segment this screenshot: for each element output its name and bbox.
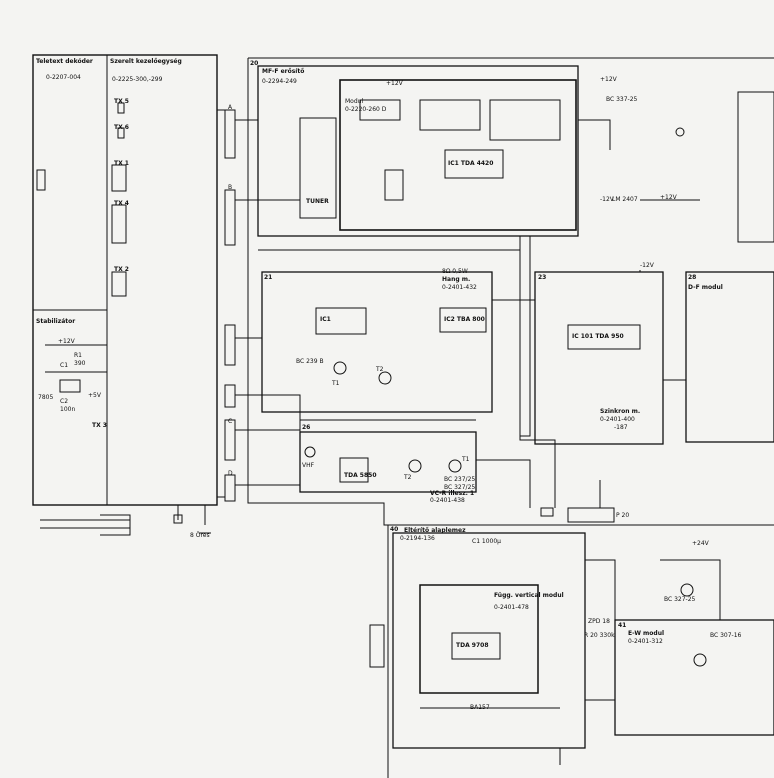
video-t1: T1 <box>462 456 470 463</box>
video-bc2: BC 327/25 <box>444 484 476 491</box>
ic1-tda5850 <box>339 457 369 483</box>
tda9708-label: TDA 9708 <box>456 642 489 649</box>
label-40: 40 <box>390 526 399 533</box>
sound-res: 8Ω 0,5W <box>442 268 468 275</box>
deflection-title: Eltérítő alaplemez <box>404 527 466 534</box>
defl-c1: C1 1000µ <box>472 538 502 545</box>
video-ic: TDA 5850 <box>344 472 377 479</box>
tx5-label: TX 5 <box>114 98 129 105</box>
label-41: 41 <box>618 622 627 629</box>
tuner-label: TUNER <box>306 198 329 205</box>
stab-c1: C1 <box>60 362 69 369</box>
sound-part: 0-2401-432 <box>442 284 477 291</box>
sound-title: Hang m. <box>442 276 471 283</box>
sound-bc: BC 239 B <box>296 358 324 365</box>
ew-part: 0-2401-312 <box>628 638 663 645</box>
ic-tda9708 <box>451 632 501 660</box>
sound-ic1: IC1 <box>320 316 331 323</box>
service-part: 0-2225-300,-299 <box>112 76 163 83</box>
tx2-label: TX 2 <box>114 266 129 273</box>
ic1-sound <box>315 307 367 335</box>
p24v: +24V <box>692 540 709 547</box>
conn-c: C <box>228 418 233 425</box>
sound-t2: T2 <box>376 366 384 373</box>
plus12-b: +12V <box>660 194 677 201</box>
conn-a: A <box>228 104 233 111</box>
ic2-label: IC2 TBA 800 <box>444 316 485 323</box>
tx6-label: TX 6 <box>114 124 129 131</box>
stab-tx3: TX 3 <box>92 422 107 429</box>
stab-c2: C2 <box>60 398 69 405</box>
stab-r1: R1 <box>74 352 82 359</box>
video-title: VC-R illesz. 1 <box>430 490 475 497</box>
video-t2: T2 <box>404 474 412 481</box>
synchron-title: Szinkron m. <box>600 408 641 415</box>
teletext-module-frame <box>32 54 218 506</box>
df-title: D-F modul <box>688 284 723 291</box>
ground-label: 8 Öres <box>190 532 210 539</box>
sound-module-frame <box>261 271 493 413</box>
tx4-label: TX 4 <box>114 200 129 207</box>
bc337-label: BC 337-25 <box>606 96 638 103</box>
if-module-part: 0-2220-260 D <box>345 106 387 113</box>
stab-c2v: 100n <box>60 406 76 413</box>
if-part: 0-2294-249 <box>262 78 297 85</box>
ic2-tba800 <box>439 307 487 333</box>
synchron-module-frame <box>534 271 664 445</box>
sync-12v: -12V <box>640 262 654 269</box>
tuner-block <box>299 117 337 219</box>
label-21: 21 <box>264 274 273 281</box>
teletext-title: Teletext dekóder <box>36 58 93 65</box>
t2-label: BC 327-25 <box>664 596 696 603</box>
stab-12v: +12V <box>58 338 75 345</box>
vertical-part: 0-2401-478 <box>494 604 529 611</box>
deflection-part: 0-2194-136 <box>400 535 435 542</box>
ic1-label: IC1 TDA 4420 <box>448 160 494 167</box>
synchron-sub: -187 <box>614 424 628 431</box>
conn-d: D <box>228 470 233 477</box>
zpd-label: ZPD 18 <box>588 618 610 625</box>
label-28: 28 <box>688 274 697 281</box>
minus-12v: -12V <box>600 196 614 203</box>
stab-ic: 7805 <box>38 394 54 401</box>
label-23: 23 <box>538 274 547 281</box>
synchron-part: 0-2401-400 <box>600 416 635 423</box>
if-12v: +12V <box>386 80 403 87</box>
tx1-label: TX 1 <box>114 160 129 167</box>
sound-t1: T1 <box>332 380 340 387</box>
if-title: MF-F erősítő <box>262 68 305 75</box>
ic101-tda950 <box>567 324 641 350</box>
conn-b: B <box>228 184 233 191</box>
video-part: 0-2401-438 <box>430 497 465 504</box>
bav-label: BA157 <box>470 704 490 711</box>
if-module: Modul <box>345 98 364 105</box>
vertical-title: Függ. vertical modul <box>494 592 564 599</box>
ic1-tda4420 <box>444 149 504 179</box>
deflection-module-frame <box>392 532 586 749</box>
stabilizer-title: Stabilizátor <box>36 318 76 325</box>
right-12v: +12V <box>600 76 617 83</box>
video-bc: BC 237/25 <box>444 476 476 483</box>
ew-title: E-W modul <box>628 630 665 637</box>
stab-5v: +5V <box>88 392 101 399</box>
label-20: 20 <box>250 60 259 67</box>
ew-module-frame <box>614 619 774 736</box>
vhf-label: VHF <box>302 462 315 469</box>
teletext-part: 0-2207-004 <box>46 74 81 81</box>
r20-label: R 20 330k <box>584 632 615 639</box>
label-26: 26 <box>302 424 311 431</box>
if-amp-frame <box>257 65 579 237</box>
stab-r1v: 390 <box>74 360 86 367</box>
ew-t: BC 307-16 <box>710 632 742 639</box>
p20-connector <box>567 507 615 523</box>
ic101-label: IC 101 TDA 950 <box>572 333 624 340</box>
service-title: Szerelt kezelőegység <box>110 58 182 65</box>
lm-label: LM 2407 <box>612 196 638 203</box>
video-module-frame <box>299 431 477 493</box>
p20-label: P 20 <box>616 512 630 519</box>
